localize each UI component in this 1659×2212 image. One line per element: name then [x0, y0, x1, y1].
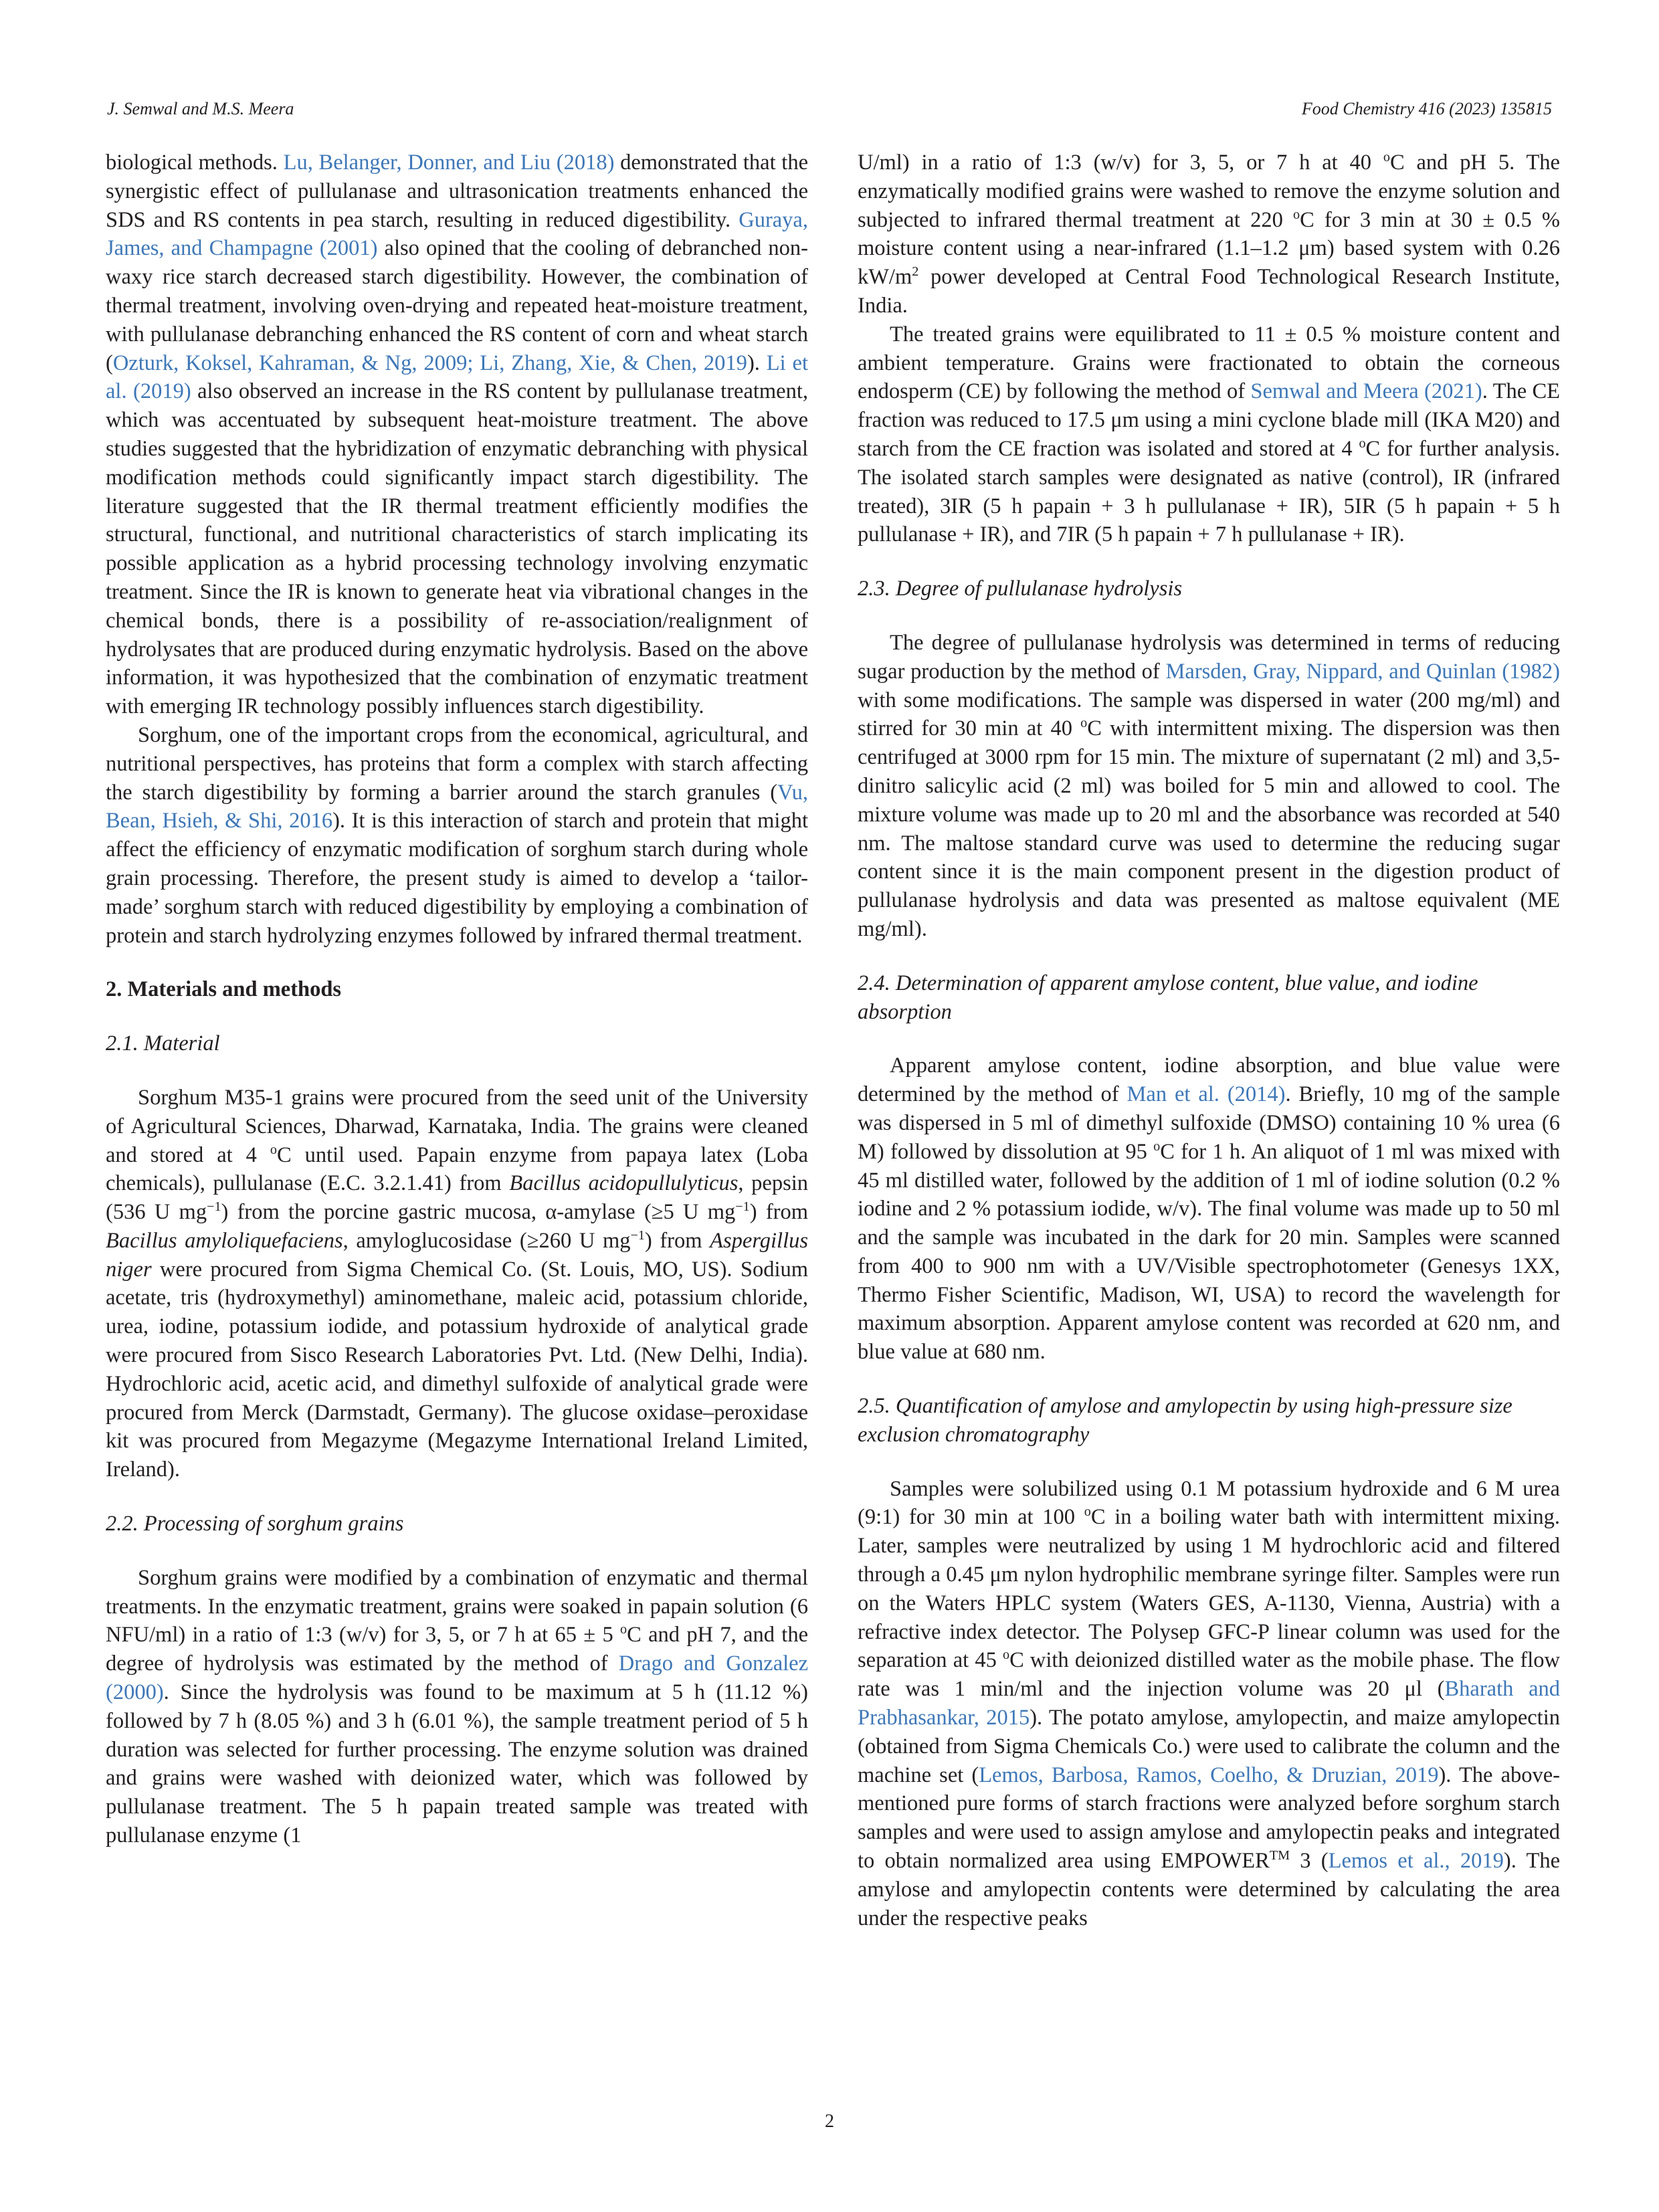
text-run: power developed at Central Food Technolo… — [858, 265, 1560, 318]
text-run: U/ml) in a ratio of 1:3 (w/v) for 3, 5, … — [858, 150, 1383, 175]
text-run: ) from — [749, 1200, 808, 1225]
text-run: ). The above-mentioned pure forms of sta… — [858, 1763, 1560, 1874]
text-run: C for 1 h. An aliquot of 1 ml was mixed … — [858, 1139, 1560, 1365]
left-column: biological methods. Lu, Belanger, Donner… — [106, 148, 808, 1850]
chromatography-paragraph: Samples were solubilized using 0.1 M pot… — [858, 1475, 1560, 1933]
superscript: −1 — [207, 1199, 221, 1215]
superscript: o — [1002, 1647, 1010, 1663]
text-run: ). The potato amylose, amylopectin, and … — [858, 1706, 1560, 1787]
superscript: o — [1292, 207, 1300, 222]
text-run: C with intermittent mixing. The dispersi… — [858, 716, 1560, 941]
text-run: Sorghum M35-1 grains were procured from … — [106, 1085, 808, 1167]
citation-link[interactable]: Guraya, James, and Champagne (2001) — [106, 207, 808, 261]
text-run: The degree of pullulanase hydrolysis was… — [858, 630, 1560, 684]
text-run: ). It is this interaction of starch and … — [106, 809, 808, 948]
text-run: . Briefly, 10 mg of the sample was dispe… — [858, 1082, 1560, 1164]
citation-link[interactable]: Ozturk, Koksel, Kahraman, & Ng, 2009; Li… — [112, 350, 747, 375]
running-header-authors: J. Semwal and M.S. Meera — [107, 99, 294, 118]
text-run: Apparent amylose content, iodine absorpt… — [858, 1053, 1560, 1107]
text-run: Sorghum, one of the important crops from… — [106, 722, 808, 805]
text-run: C and pH 5. The enzymatically modified g… — [858, 150, 1560, 232]
intro-paragraph-continued: biological methods. Lu, Belanger, Donner… — [106, 148, 808, 721]
processing-paragraph: Sorghum grains were modified by a combin… — [106, 1564, 808, 1850]
citation-link[interactable]: Vu, Bean, Hsieh, & Shi, 2016 — [106, 780, 808, 833]
amylose-content-paragraph: Apparent amylose content, iodine absorpt… — [858, 1051, 1560, 1367]
superscript: o — [620, 1622, 627, 1637]
intro-paragraph-sorghum: Sorghum, one of the important crops from… — [106, 721, 808, 950]
text-run: C in a boiling water bath with intermitt… — [858, 1505, 1560, 1673]
text-run: Sorghum grains were modified by a combin… — [106, 1565, 808, 1647]
text-run: 3 ( — [1290, 1849, 1329, 1874]
superscript: o — [1383, 150, 1390, 165]
citation-link[interactable]: Drago and Gonzalez (2000) — [106, 1651, 808, 1705]
superscript: o — [1359, 436, 1366, 451]
citation-link[interactable]: Li et al. (2019) — [106, 350, 808, 404]
citation-link[interactable]: Lu, Belanger, Donner, and Liu (2018) — [283, 150, 615, 175]
citation-link[interactable]: Lemos, Barbosa, Ramos, Coelho, & Druzian… — [979, 1763, 1439, 1787]
text-run: demonstrated that the synergistic effect… — [106, 150, 808, 232]
superscript: −1 — [735, 1199, 750, 1215]
superscript: o — [1080, 716, 1088, 731]
text-run: also observed an increase in the RS cont… — [106, 379, 809, 719]
section-heading: 2. Materials and methods — [106, 977, 342, 1002]
text-run: biological methods. — [106, 150, 284, 175]
right-column: U/ml) in a ratio of 1:3 (w/v) for 3, 5, … — [858, 148, 1560, 1932]
citation-link[interactable]: Semwal and Meera (2021) — [1250, 379, 1482, 404]
text-run: , amyloglucosidase (≥260 U mg — [343, 1228, 631, 1253]
subsection-heading: 2.2. Processing of sorghum grains — [106, 1512, 404, 1536]
text-run: ) from — [644, 1228, 710, 1253]
superscript: −1 — [630, 1228, 645, 1243]
treated-grains-paragraph: The treated grains were equilibrated to … — [858, 320, 1560, 549]
page-number: 2 — [825, 2111, 834, 2132]
superscript: 2 — [912, 264, 919, 280]
text-run: ). The amylose and amylopectin contents … — [858, 1849, 1561, 1930]
text-run: ) from the porcine gastric mucosa, α-amy… — [221, 1200, 736, 1225]
subsection-heading: 2.3. Degree of pullulanase hydrolysis — [858, 577, 1183, 601]
text-run: with some modifications. The sample was … — [858, 688, 1560, 741]
subsection-heading: 2.1. Material — [106, 1031, 220, 1056]
superscript: o — [270, 1142, 277, 1157]
pullulanase-hydrolysis-paragraph: The degree of pullulanase hydrolysis was… — [858, 629, 1560, 944]
material-paragraph: Sorghum M35-1 grains were procured from … — [106, 1084, 808, 1484]
text-run: . The CE fraction was reduced to 17.5 μm… — [858, 379, 1560, 461]
species-name: Bacillus acidopullulyticus — [509, 1171, 739, 1196]
text-run: were procured from Sigma Chemical Co. (S… — [106, 1257, 808, 1482]
text-run: C with deionized distilled water as the … — [858, 1648, 1560, 1702]
citation-link[interactable]: Bharath and Prabhasankar, 2015 — [858, 1677, 1560, 1730]
citation-link[interactable]: Lemos et al., 2019 — [1328, 1849, 1504, 1874]
running-header-journal: Food Chemistry 416 (2023) 135815 — [1301, 99, 1552, 118]
superscript: o — [1084, 1504, 1091, 1520]
text-run: C until used. Papain enzyme from papaya … — [106, 1142, 809, 1196]
text-run: Samples were solubilized using 0.1 M pot… — [858, 1476, 1560, 1530]
text-run: , pepsin (536 U mg — [106, 1171, 808, 1225]
citation-link[interactable]: Marsden, Gray, Nippard, and Quinlan (198… — [1165, 659, 1561, 684]
text-run: ). — [747, 350, 767, 375]
subsection-heading: 2.5. Quantification of amylose and amylo… — [858, 1394, 1512, 1447]
subsection-heading: 2.4. Determination of apparent amylose c… — [858, 971, 1478, 1024]
superscript: TM — [1269, 1848, 1290, 1864]
text-run: . Since the hydrolysis was found to be m… — [106, 1680, 808, 1848]
species-name: Aspergillus niger — [106, 1228, 809, 1282]
text-run: C and pH 7, and the degree of hydrolysis… — [106, 1623, 809, 1676]
species-name: Bacillus amyloliquefaciens — [106, 1228, 343, 1253]
text-run: The treated grains were equilibrated to … — [858, 322, 1560, 404]
processing-paragraph-continued: U/ml) in a ratio of 1:3 (w/v) for 3, 5, … — [858, 148, 1560, 320]
superscript: o — [1153, 1138, 1161, 1154]
text-run: also opined that the cooling of debranch… — [106, 236, 809, 375]
citation-link[interactable]: Man et al. (2014) — [1127, 1082, 1286, 1107]
text-run: C for 3 min at 30 ± 0.5 % moisture conte… — [858, 207, 1561, 290]
text-run: C for further analysis. The isolated sta… — [858, 436, 1561, 547]
